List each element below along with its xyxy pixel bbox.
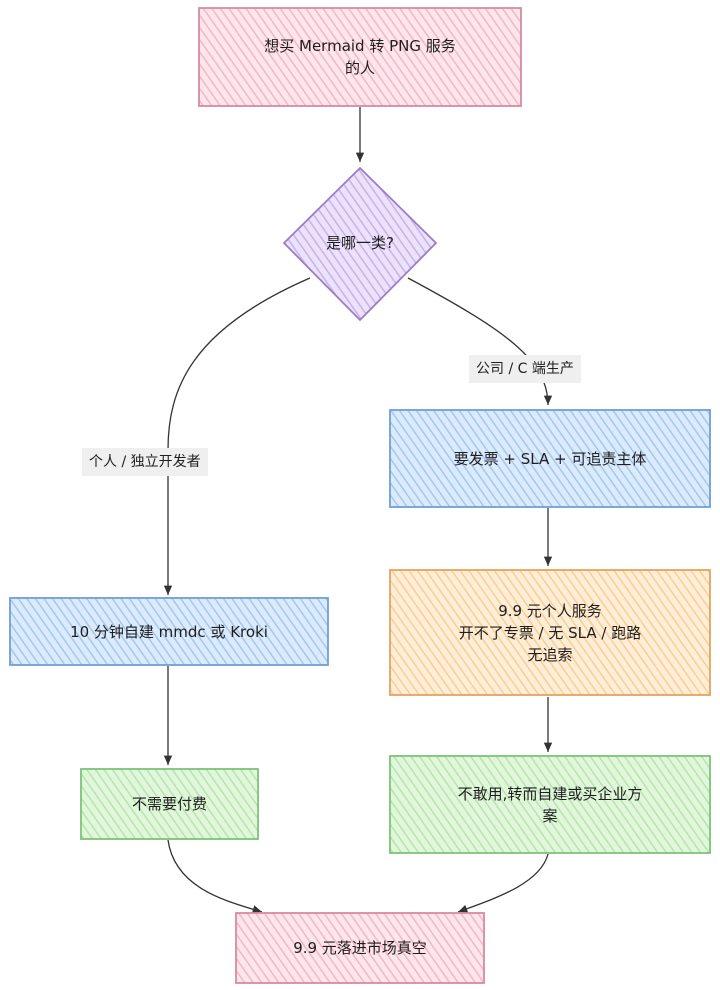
need-invoice-node-label: 要发票 + SLA + 可追责主体 [453,449,647,468]
edge-abandon-to-end [457,853,549,913]
cheap-service-node-shape [389,569,711,696]
end-node-label: 9.9 元落进市场真空 [293,939,427,957]
cheap-service-node-label: 9.9 元个人服务 开不了专票 / 无 SLA / 跑路 无追索 [458,601,642,664]
edge-decision-to-invoice [407,277,553,406]
edges [163,107,553,914]
edge-nopay-to-end [167,839,263,914]
edge-label-company: 公司 / C 端生产 [469,355,581,383]
decision-node-label: 是哪一类? [326,234,394,252]
no-pay-node-label: 不需要付费 [131,795,207,813]
end-node-shape [235,912,485,984]
edge-decision-to-diy [163,277,311,595]
diy-node-shape [9,597,329,666]
start-node-label: 想买 Mermaid 转 PNG 服务 的人 [264,37,456,77]
edge-label-personal: 个人 / 独立开发者 [82,448,208,476]
abandon-node-label: 不敢用,转而自建或买企业方 案 [457,784,643,825]
nopay-node-shape [80,768,259,840]
start-node-shape [198,7,522,107]
diy-node-label: 10 分钟自建 mmdc 或 Kroki [70,622,268,641]
abandon-node-shape [389,755,711,854]
decision-node-shape [282,166,438,322]
invoice-node-shape [389,409,711,508]
